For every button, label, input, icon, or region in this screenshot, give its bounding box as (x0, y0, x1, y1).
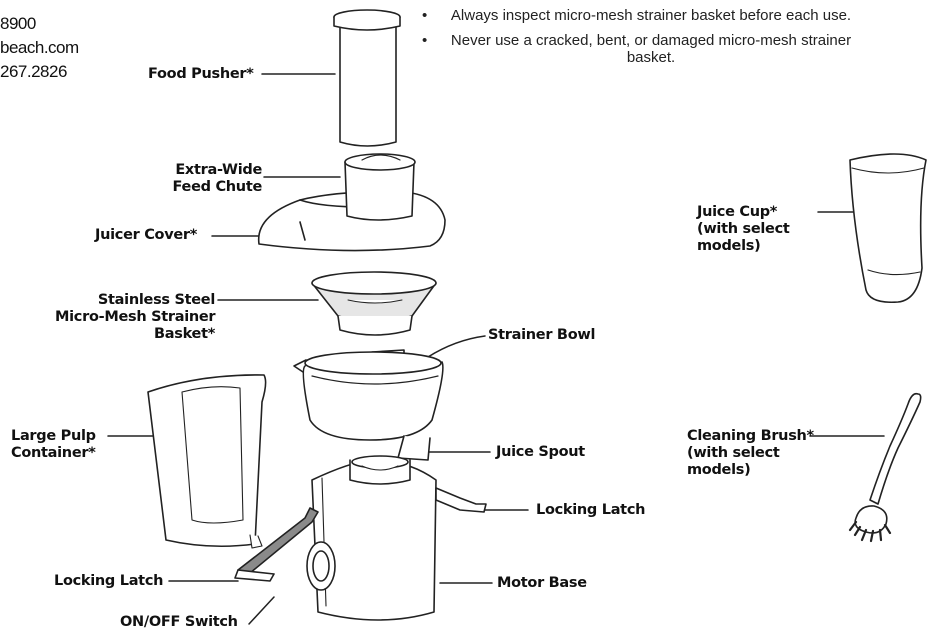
label-pulp-container: Large Pulp Container* (11, 428, 96, 462)
label-line: (with select (687, 445, 780, 461)
contact-line-3: 267.2826 (0, 62, 67, 81)
label-line: Stainless Steel (97, 292, 215, 308)
warning-item: • Never use a cracked, bent, or damaged … (422, 32, 862, 66)
warning-text: Never use a cracked, bent, or damaged mi… (450, 32, 852, 66)
label-juice-cup: Juice Cup* (with select models) (697, 204, 790, 255)
warning-list: • Always inspect micro-mesh strainer bas… (422, 7, 862, 74)
label-juicer-cover: Juicer Cover* (95, 227, 198, 243)
label-locking-latch-right: Locking Latch (536, 502, 646, 518)
contact-line-1: 8900 (0, 14, 36, 33)
label-line: Juice Cup* (697, 204, 778, 220)
juice-cup-drawing (849, 153, 927, 304)
label-juice-spout: Juice Spout (496, 444, 585, 460)
motor-base-drawing (234, 455, 487, 621)
label-line: Container* (11, 445, 96, 461)
label-line: models) (697, 238, 761, 254)
label-line: Large Pulp (11, 428, 96, 444)
label-line: Cleaning Brush* (687, 428, 814, 444)
label-locking-latch-left: Locking Latch (54, 573, 164, 589)
contact-line-2: beach.com (0, 38, 79, 57)
label-line: Micro-Mesh Strainer (55, 309, 216, 325)
food-pusher-drawing (333, 9, 401, 147)
label-line: Feed Chute (172, 179, 263, 195)
strainer-basket-drawing (311, 271, 437, 336)
label-line: models) (687, 462, 751, 478)
contact-info: 8900 beach.com 267.2826 (0, 12, 79, 84)
label-feed-chute: Extra-Wide Feed Chute (168, 162, 263, 196)
label-line: Extra-Wide (175, 162, 262, 178)
strainer-bowl-drawing (293, 349, 444, 461)
label-line: Basket* (154, 326, 215, 342)
bullet-icon: • (422, 7, 428, 24)
pulp-container-drawing (147, 374, 267, 549)
cleaning-brush-drawing (848, 392, 922, 543)
label-food-pusher: Food Pusher* (148, 66, 254, 82)
label-on-off-switch: ON/OFF Switch (120, 614, 238, 630)
label-cleaning-brush: Cleaning Brush* (with select models) (687, 428, 814, 479)
juicer-cover-drawing (257, 153, 446, 252)
label-line: (with select (697, 221, 790, 237)
label-strainer-basket: Stainless Steel Micro-Mesh Strainer Bask… (55, 292, 216, 343)
leader-lines (107, 73, 885, 625)
warning-text: Always inspect micro-mesh strainer baske… (450, 7, 852, 24)
warning-item: • Always inspect micro-mesh strainer bas… (422, 7, 862, 24)
label-strainer-bowl: Strainer Bowl (488, 327, 596, 343)
label-motor-base: Motor Base (497, 575, 587, 591)
bullet-icon: • (422, 32, 428, 49)
